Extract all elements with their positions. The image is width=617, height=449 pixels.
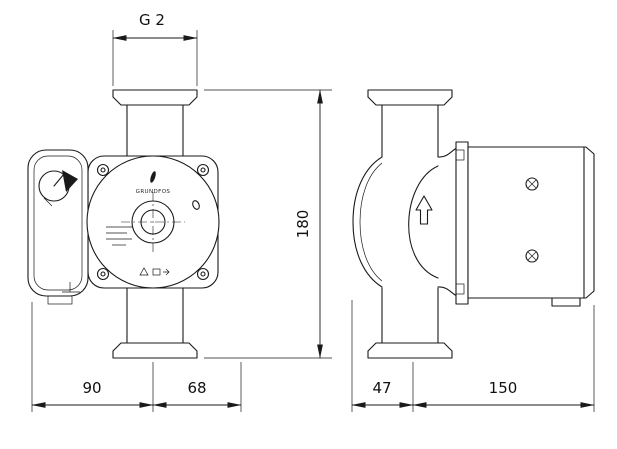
flange-bolt-icon <box>455 283 465 295</box>
side-bottom-flange <box>367 342 453 359</box>
motor-body <box>467 146 595 299</box>
screw-icon <box>96 163 110 177</box>
screw-icon <box>100 167 106 173</box>
flow-direction-arrow-icon <box>415 195 433 225</box>
screw-cross-icon <box>527 179 537 189</box>
screw-icon <box>96 267 110 281</box>
dim-label-thread: G 2 <box>139 11 165 29</box>
terminal-box <box>27 149 89 305</box>
dim-label-47: 47 <box>372 379 391 397</box>
logo-mark-icon <box>150 171 156 183</box>
volute-inner-wall <box>359 162 383 282</box>
bottom-flange <box>112 342 198 359</box>
flange-bolt-icon <box>455 149 465 161</box>
dimension-47-150: 47 150 <box>351 300 595 412</box>
dimension-thread: G 2 <box>112 11 198 86</box>
screw-icon <box>196 163 210 177</box>
square-mark-icon <box>152 268 161 276</box>
volute-mouth <box>408 165 439 279</box>
screw-icon <box>196 267 210 281</box>
side-view <box>352 89 595 359</box>
top-port <box>112 89 198 157</box>
dial-pointer <box>53 173 65 187</box>
dim-label-height: 180 <box>294 210 312 239</box>
cable-entry <box>62 282 80 293</box>
dim-label-90: 90 <box>82 379 101 397</box>
dimension-height: 180 <box>204 89 332 359</box>
volute-outer <box>352 156 383 288</box>
screw-icon <box>200 167 206 173</box>
arrow-mark-icon <box>163 268 170 276</box>
dial-mark <box>43 197 53 207</box>
screw-icon <box>100 271 106 277</box>
screw-icon <box>200 271 206 277</box>
terminal-box-tab <box>47 295 73 305</box>
top-flange <box>112 89 198 106</box>
motor-screw-top <box>525 177 539 191</box>
motor-foot <box>551 297 581 307</box>
motor-screw-bottom <box>525 249 539 263</box>
vent-hole <box>192 200 200 210</box>
dim-label-150: 150 <box>489 379 518 397</box>
motor-mounting-flange <box>455 141 469 305</box>
dimension-90-68: 90 68 <box>31 302 242 412</box>
housing-screws <box>96 163 210 281</box>
bottom-port <box>112 287 198 359</box>
dim-label-68: 68 <box>187 379 206 397</box>
face-markings <box>139 267 170 276</box>
dial-wedge <box>62 170 78 192</box>
triangle-mark-icon <box>139 267 149 276</box>
grundfos-logo: GRUNDFOS <box>136 171 171 195</box>
front-view: GRUNDFOS <box>27 89 220 359</box>
motor <box>455 141 595 307</box>
nameplate-lines <box>106 226 132 246</box>
screw-cross-icon <box>527 251 537 261</box>
terminal-box-inner <box>33 155 83 291</box>
side-top-flange <box>367 89 453 106</box>
screw-icon <box>525 177 539 191</box>
brand-name: GRUNDFOS <box>136 189 171 195</box>
screw-icon <box>525 249 539 263</box>
